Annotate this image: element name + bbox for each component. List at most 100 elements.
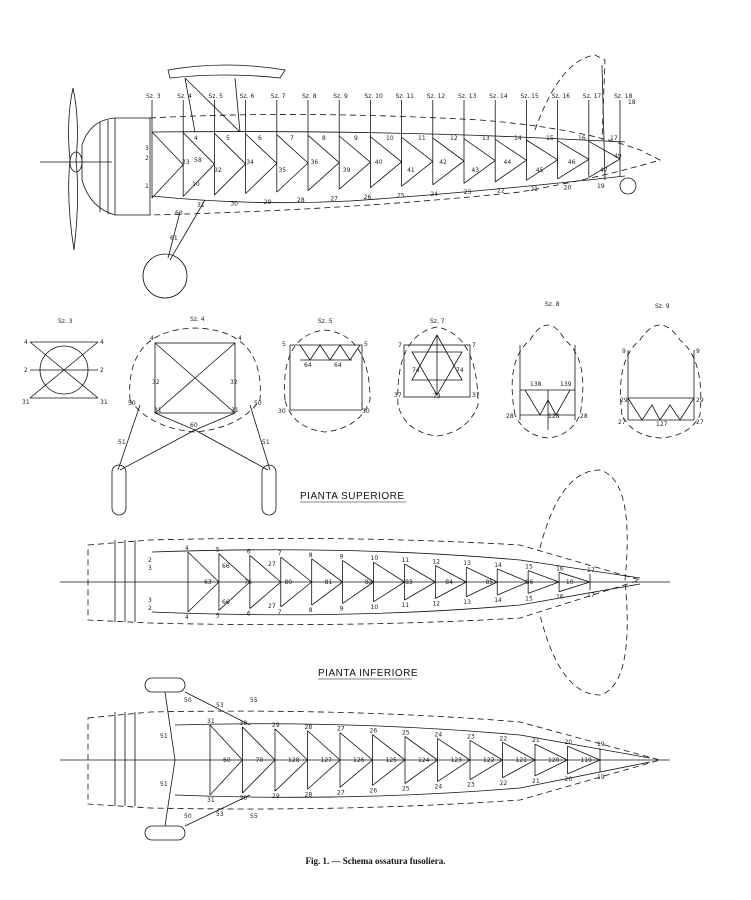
tail-fin: [534, 54, 606, 141]
diagonal-brace: [432, 160, 465, 186]
plan-upper-node-label: 30: [240, 720, 248, 727]
diagonal-brace: [463, 138, 496, 161]
plan-side-node-label: 2: [148, 605, 152, 612]
lower-node-label: 30: [230, 200, 238, 207]
cross-section-node-label: 50: [254, 400, 262, 407]
cross-section-node-label: 64: [304, 362, 312, 369]
cross-section-node-label: 9: [696, 348, 700, 355]
section-label: Sz. 11: [396, 93, 415, 100]
diagonal-brace: [307, 162, 340, 191]
cross-section-node-label: 37: [394, 392, 402, 399]
diagonal-brace: [245, 133, 278, 164]
lower-node-label: 24: [430, 191, 438, 198]
plan-lower-node-label: 20: [565, 776, 573, 783]
plan-lower-node-label: 15: [525, 595, 533, 602]
mid-node-label: 44: [504, 159, 512, 166]
plan-lower-node-label: 22: [500, 780, 508, 787]
plan-diagonal: [209, 724, 243, 761]
diagonal-brace: [182, 132, 215, 165]
plan-center-node-label: 120: [548, 757, 560, 764]
main-wheel: [142, 253, 188, 299]
plan-lower-node-label: 9: [340, 606, 344, 613]
plan-upper-node-label: 7: [278, 550, 282, 557]
cross-section-node-label: 30: [362, 408, 370, 415]
plan-lower-node-label: 25: [402, 786, 410, 793]
cabane-strut: [234, 77, 241, 133]
upper-wing: [167, 64, 286, 79]
upper-node-label: 12: [450, 135, 458, 142]
cross-section-title: Sz. 5: [318, 318, 333, 325]
diagonal-brace: [245, 163, 278, 194]
diagonal-brace: [526, 139, 558, 161]
diagonal-brace: [151, 131, 184, 165]
plan-upper-node-label: 8: [309, 552, 313, 559]
cabane-strut: [184, 77, 196, 133]
lower-node-label: 31: [197, 202, 205, 209]
plan-lower-node-label: 12: [432, 600, 440, 607]
side-frame-members: [151, 100, 621, 199]
plan-diagonal: [218, 553, 251, 583]
plan-lower-node-label: 13: [463, 599, 471, 606]
mid-node-label: 32: [214, 167, 222, 174]
plan-side-node-label: 3: [148, 565, 152, 572]
plan-side-node-label: 51: [160, 733, 168, 740]
cross-section-node-label: 50: [128, 400, 136, 407]
cross-section-node-label: 7: [472, 342, 476, 349]
lower-node-label: 29: [264, 199, 272, 206]
misc-node-label: 3: [145, 145, 149, 152]
upper-node-label: 7: [290, 135, 294, 142]
plan-lower-node-label: 30: [240, 795, 248, 802]
plan-lower-node-label: 14: [494, 597, 502, 604]
plan-lower-node-label: 8: [309, 607, 313, 614]
plan-diagonal: [567, 745, 601, 761]
cross-section-node-label: 28: [506, 413, 514, 420]
plan-upper-node-label: 27: [337, 726, 345, 733]
cross-section-node-label: 31: [22, 399, 30, 406]
plan-diagonal: [534, 759, 568, 777]
plan-diagonal: [404, 736, 438, 761]
plan-lower-node-label: 19: [597, 774, 605, 781]
plan-diagonal: [249, 555, 282, 583]
section-label: Sz. 10: [364, 93, 383, 100]
plan-upper-node-label: 11: [401, 557, 409, 564]
plan-diagonal: [567, 759, 601, 775]
diagonal-brace: [151, 164, 184, 199]
plan-diagonal: [558, 581, 591, 593]
plan-center-node-label: 121: [516, 757, 528, 764]
cross-section-node-label: 4: [150, 335, 154, 342]
plan-side-node-label: 53: [216, 702, 224, 709]
mid-node-label: 39: [343, 167, 351, 174]
plan-diagonal: [497, 568, 529, 583]
upper-node-label: 11: [418, 135, 426, 142]
misc-node-label: 49: [614, 153, 622, 160]
misc-node-label: 58: [194, 157, 202, 164]
diagonal-brace: [494, 159, 527, 183]
cross-section-node-label: 31: [154, 407, 162, 414]
diagonal-brace: [182, 163, 215, 197]
cross-section-node-label: 29: [696, 397, 704, 404]
diagonal-brace: [214, 163, 246, 196]
section-label: Sz. 3: [146, 93, 161, 100]
plan-center-node-label: 119: [581, 757, 593, 764]
mid-node-label: 41: [407, 167, 415, 174]
diagonal-brace: [588, 158, 621, 178]
plan-diagonal: [307, 759, 341, 790]
cross-section-title: Sz. 8: [545, 301, 560, 308]
plan-diagonal: [502, 759, 536, 779]
plan-diagonal: [528, 570, 560, 583]
top-right-longeron: [151, 583, 641, 616]
upper-node-label: 5: [226, 135, 230, 142]
figure-caption: Fig. 1. — Schema ossatura fusoliera.: [305, 856, 446, 866]
lower-node-label: 28: [297, 197, 305, 204]
plan-diagonal: [435, 565, 467, 583]
plan-diagonal: [437, 738, 471, 761]
plan-upper-node-label: 28: [305, 724, 313, 731]
plan-upper-node-label: 9: [340, 553, 344, 560]
cross-section-sz9: [620, 324, 702, 439]
cross-section-sz4: [111, 327, 277, 516]
cross-section-node-label: 2: [24, 367, 28, 374]
plan-lower-node-label: 24: [435, 784, 443, 791]
top-plan-title: PIANTA SUPERIORE: [300, 491, 405, 502]
cross-section-node-label: 51: [262, 439, 270, 446]
